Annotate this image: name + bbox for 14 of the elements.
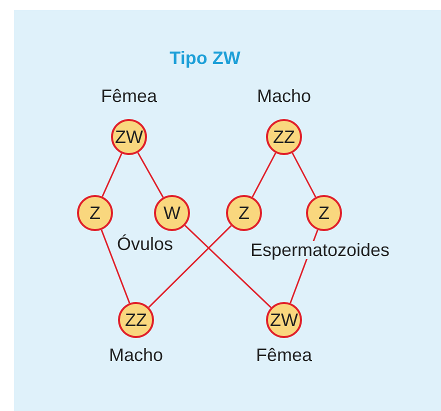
sex-label: Macho <box>108 346 164 364</box>
connector-line <box>137 152 164 198</box>
group-label: Espermatozoides <box>249 241 391 259</box>
connector-line <box>252 152 276 198</box>
connector-line <box>148 225 232 308</box>
connector-line <box>100 230 130 304</box>
connector-line <box>102 153 122 197</box>
sex-label: Macho <box>256 87 312 105</box>
group-label: Óvulos <box>116 235 174 253</box>
connector-line <box>184 224 272 308</box>
sex-label: Fêmea <box>256 346 312 364</box>
connector-line <box>292 152 316 198</box>
sex-label: Fêmea <box>100 87 158 105</box>
title: Tipo ZW <box>170 49 240 67</box>
